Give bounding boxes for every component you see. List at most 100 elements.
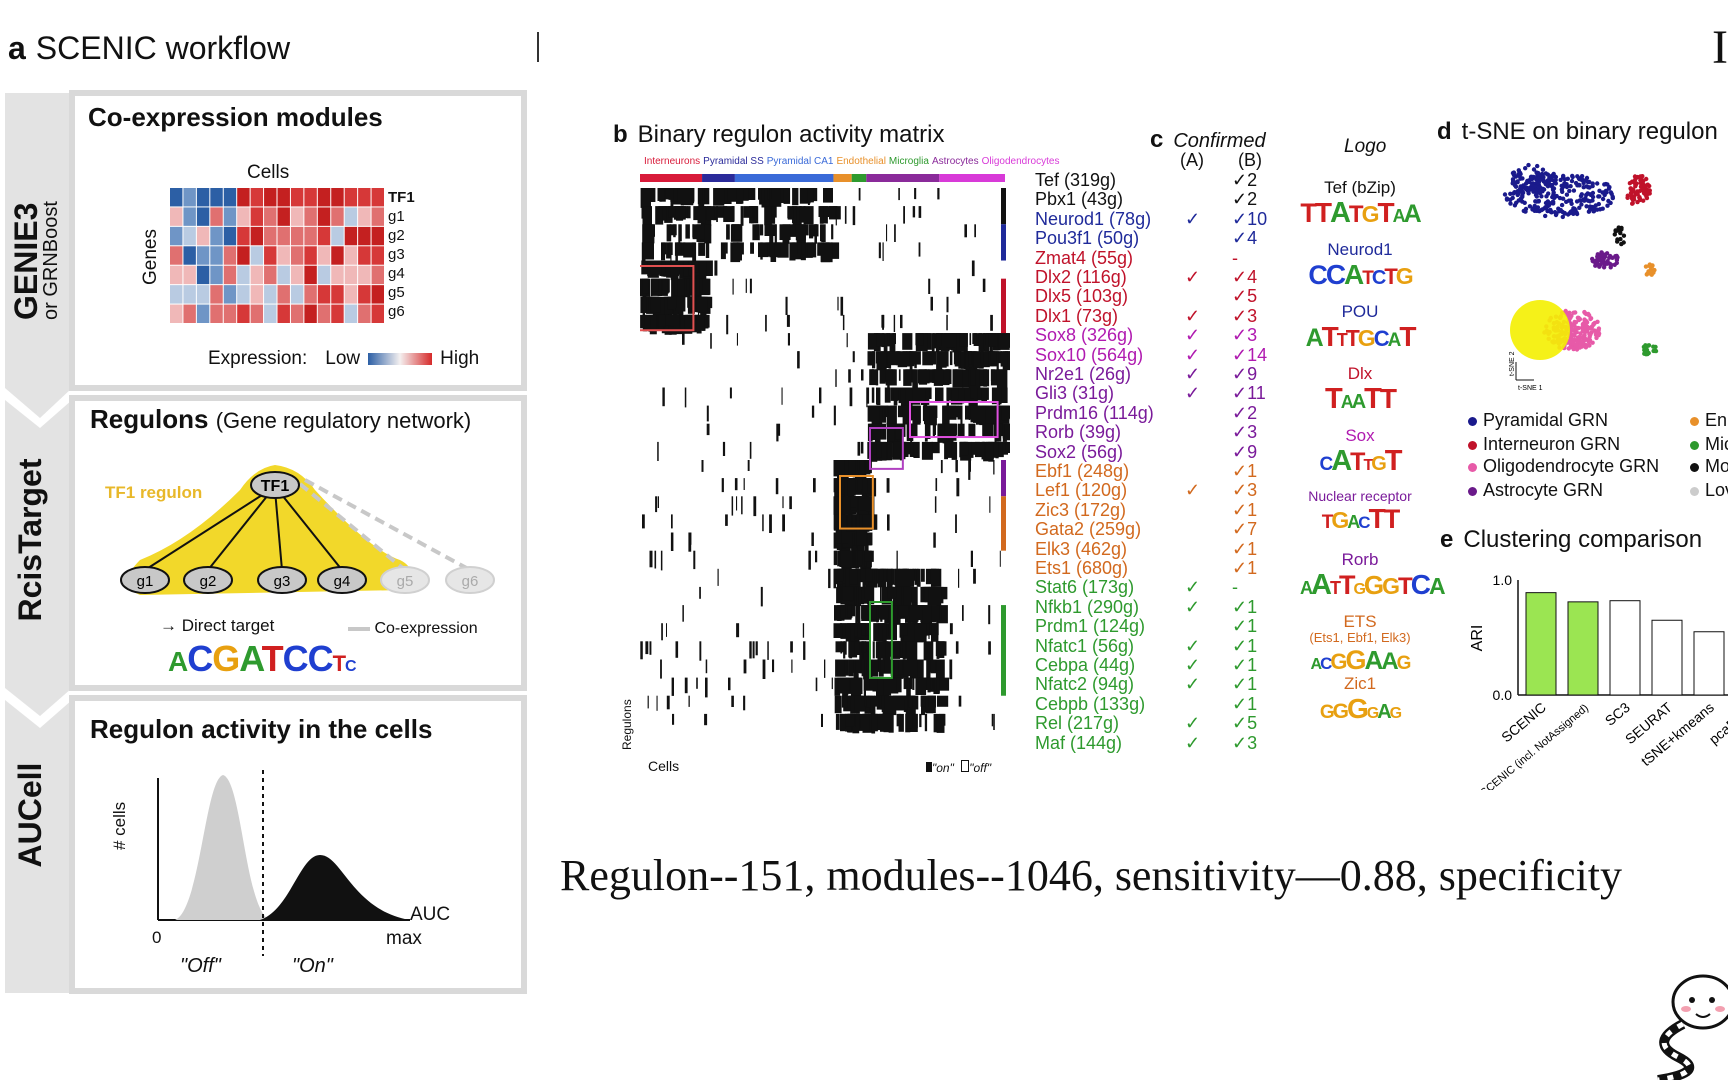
activity-mark <box>817 242 822 256</box>
activity-mark <box>749 641 752 659</box>
heatmap-cell <box>170 188 183 207</box>
activity-mark <box>688 695 690 707</box>
motif-letter: G <box>1330 649 1347 674</box>
activity-mark <box>871 713 878 732</box>
tsne-point <box>1564 192 1570 197</box>
group-marker <box>1001 496 1006 551</box>
activity-mark <box>699 278 703 293</box>
tsne-point <box>1574 330 1579 335</box>
activity-mark <box>848 641 858 658</box>
motif-letter: A <box>1377 701 1392 723</box>
activity-mark <box>892 333 896 344</box>
regulon-row: Lef1 (120g)✓✓3 <box>1010 480 1257 500</box>
activity-mark <box>956 478 960 497</box>
activity-mark <box>856 586 859 607</box>
activity-mark <box>970 387 974 399</box>
motif-letter: G <box>1382 573 1400 599</box>
activity-mark <box>964 224 967 238</box>
heatmap-cell <box>277 246 290 265</box>
tsne-point <box>1619 225 1624 231</box>
heatmap-cell <box>223 226 237 246</box>
activity-mark <box>910 568 915 587</box>
activity-mark <box>818 206 830 217</box>
motif-letter: G <box>1331 507 1349 533</box>
activity-mark <box>879 441 887 461</box>
tsne-point <box>1563 308 1568 314</box>
activity-mark <box>897 641 908 658</box>
activity-mark <box>943 405 948 420</box>
tsne-point <box>1643 264 1649 269</box>
activity-mark <box>835 369 837 387</box>
tsne-point <box>1595 252 1600 257</box>
tsne-point <box>1552 180 1558 185</box>
tsne-point <box>1585 328 1590 334</box>
activity-mark <box>657 441 659 461</box>
activity-mark <box>671 532 673 547</box>
regulon-row: Dlx5 (103g)✓5 <box>1010 286 1257 306</box>
legend-off: "off" <box>969 761 992 775</box>
activity-mark <box>675 296 686 312</box>
activity-mark <box>930 296 933 311</box>
heatmap-cell <box>170 304 183 323</box>
motif-letter: G <box>1357 325 1376 351</box>
activity-mark <box>887 441 893 460</box>
activity-mark <box>729 387 732 399</box>
activity-mark <box>936 713 945 733</box>
partial-letter: I <box>1712 21 1728 74</box>
tsne-point <box>1572 319 1577 325</box>
activity-mark <box>864 641 870 662</box>
heatmap-cell <box>196 188 210 207</box>
activity-mark <box>673 224 676 238</box>
activity-mark <box>871 387 875 403</box>
activity-mark <box>785 296 788 315</box>
activity-mark <box>771 188 781 199</box>
tsne-point <box>1554 211 1559 216</box>
activity-mark <box>895 423 904 440</box>
activity-mark <box>930 568 940 586</box>
activity-mark <box>922 351 933 366</box>
motif-letter: C <box>1373 326 1390 351</box>
activity-mark <box>849 586 861 607</box>
motif-letter: A <box>1329 197 1351 229</box>
tsne-legend-item: Interneuron GRN <box>1468 434 1620 455</box>
tsne-point <box>1587 185 1592 190</box>
activity-mark <box>789 496 792 510</box>
activity-mark <box>935 478 938 491</box>
activity-mark <box>666 242 671 259</box>
activity-mark <box>814 224 817 244</box>
auc-ylabel: # cells <box>110 801 129 850</box>
genie3-label: GENIE3 or GRNBoost <box>8 120 68 320</box>
activity-mark <box>649 188 656 202</box>
heatmap-cell <box>237 285 250 304</box>
direct-target-legend: → Direct target <box>160 616 275 635</box>
heatmap-row-label: g1 <box>388 208 405 225</box>
activity-mark <box>659 260 666 274</box>
activity-mark <box>879 369 886 384</box>
activity-mark <box>972 387 978 408</box>
activity-mark <box>981 351 990 368</box>
motif-letter: G <box>1346 693 1369 724</box>
activity-mark <box>830 242 840 259</box>
tsne-point <box>1520 194 1525 199</box>
legend-label: Interneuron GRN <box>1483 434 1621 454</box>
activity-mark <box>781 387 783 405</box>
legend-label: Astrocyte GRN <box>1483 480 1604 500</box>
regulon-row: Ebf1 (248g)✓1 <box>1010 461 1257 481</box>
tsne-point <box>1528 174 1534 179</box>
activity-mark <box>845 623 854 642</box>
legend-label: Pyramidal GRN <box>1483 410 1609 430</box>
motif-letter: T <box>1325 383 1343 415</box>
regulon-label: Nfatc1 (56g) <box>1035 635 1135 656</box>
regulon-label: Dlx1 (73g) <box>1035 305 1119 326</box>
tsne-point <box>1564 184 1570 190</box>
activity-mark <box>643 242 654 260</box>
heatmap-cell <box>371 246 384 265</box>
genie3-name: GENIE3 <box>8 202 44 320</box>
highlight-box <box>869 601 893 679</box>
activity-mark <box>749 441 752 459</box>
tsne-point <box>1546 191 1551 196</box>
cell-type-label: Oligodendrocytes <box>981 156 1060 167</box>
panel-a-letter: a <box>8 30 26 66</box>
activity-mark <box>991 713 994 727</box>
